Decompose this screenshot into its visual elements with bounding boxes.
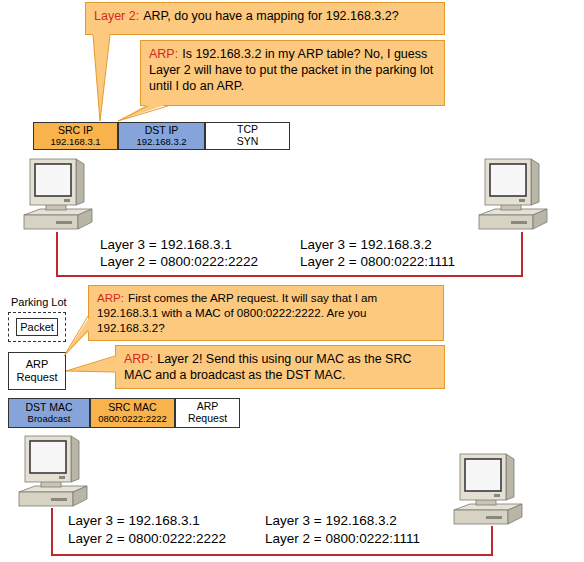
network-wire: [52, 508, 492, 555]
header-field: DST IP192.168.3.2: [118, 122, 205, 150]
header-field: TCP SYN: [205, 122, 290, 150]
computer-icon: [24, 159, 92, 229]
address-label: Layer 2 = 0800:0222:1111: [300, 254, 455, 269]
speech-callout: Layer 2: ARP, do you have a mapping for 1…: [85, 2, 445, 35]
speaker-name: Layer 2:: [94, 9, 139, 23]
address-label: Layer 3 = 192.168.3.1: [68, 513, 200, 528]
field-text: DST IP: [145, 125, 179, 137]
address-label: Layer 3 = 192.168.3.2: [300, 237, 432, 252]
callout-tail-outline: [118, 106, 168, 121]
packet-box: Packet: [16, 318, 58, 336]
address-label: Layer 2 = 0800:0222:2222: [68, 531, 226, 546]
speaker-name: ARP:: [124, 352, 153, 366]
speech-callout: ARP:Layer 2! Send this using our MAC as …: [115, 345, 445, 389]
field-text: TCP SYN: [237, 124, 259, 147]
callout-tail-outline: [66, 356, 115, 372]
parking-lot: Parking LotPacket: [8, 312, 66, 342]
speech-callout: ARP:Is 192.168.3.2 in my ARP table? No, …: [140, 40, 445, 106]
address-label: Layer 2 = 0800:0222:2222: [100, 254, 258, 269]
speaker-name: ARP:: [97, 291, 124, 304]
callout-body: Layer 2! Send this using our MAC as the …: [124, 352, 411, 382]
field-text: Packet: [20, 321, 54, 334]
callout-body: ARP, do you have a mapping for 192.168.3…: [143, 9, 399, 23]
address-label: Layer 2 = 0800:0222:1111: [265, 531, 420, 546]
speech-callout: ARP:First comes the ARP request. It will…: [88, 285, 444, 341]
callout-tail: [64, 316, 90, 356]
frame-field: DST MACBroadcast: [8, 398, 90, 428]
computer-icon: [479, 159, 547, 229]
callout-tail-outline: [64, 316, 88, 356]
field-text: Broadcast: [28, 414, 71, 424]
header-field: SRC IP192.168.3.1: [33, 122, 118, 150]
field-text: SRC MAC: [108, 402, 156, 414]
callout-tail-outline: [93, 35, 110, 121]
callout-tail: [66, 356, 117, 372]
field-text: 192.168.3.1: [50, 137, 100, 147]
callout-body: First comes the ARP request. It will say…: [97, 291, 377, 334]
callout-text: ARP:Is 192.168.3.2 in my ARP table? No, …: [149, 46, 436, 94]
frame-field: SRC MAC0800:0222:2222: [90, 398, 175, 428]
field-text: ARP Request: [17, 358, 58, 383]
box-heading: Parking Lot: [11, 296, 67, 308]
field-text: SRC IP: [58, 125, 93, 137]
callout-text: ARP:First comes the ARP request. It will…: [97, 291, 435, 335]
frame-field: ARP Request: [175, 398, 240, 428]
field-text: 0800:0222:2222: [98, 414, 167, 424]
field-text: 192.168.3.2: [136, 137, 186, 147]
field-text: DST MAC: [25, 402, 72, 414]
field-text: ARP Request: [188, 401, 227, 424]
callout-text: Layer 2: ARP, do you have a mapping for 1…: [94, 8, 436, 24]
computer-icon: [454, 454, 522, 524]
address-label: Layer 3 = 192.168.3.2: [265, 513, 397, 528]
callout-tail: [93, 33, 110, 121]
callout-text: ARP:Layer 2! Send this using our MAC as …: [124, 351, 436, 383]
address-label: Layer 3 = 192.168.3.1: [100, 237, 232, 252]
arp-request-box: ARP Request: [8, 352, 66, 390]
callout-body: Is 192.168.3.2 in my ARP table? No, I gu…: [149, 47, 433, 93]
computer-icon: [19, 436, 87, 506]
speaker-name: ARP:: [149, 47, 178, 61]
callout-tail: [118, 104, 168, 121]
network-wire: [57, 232, 522, 276]
